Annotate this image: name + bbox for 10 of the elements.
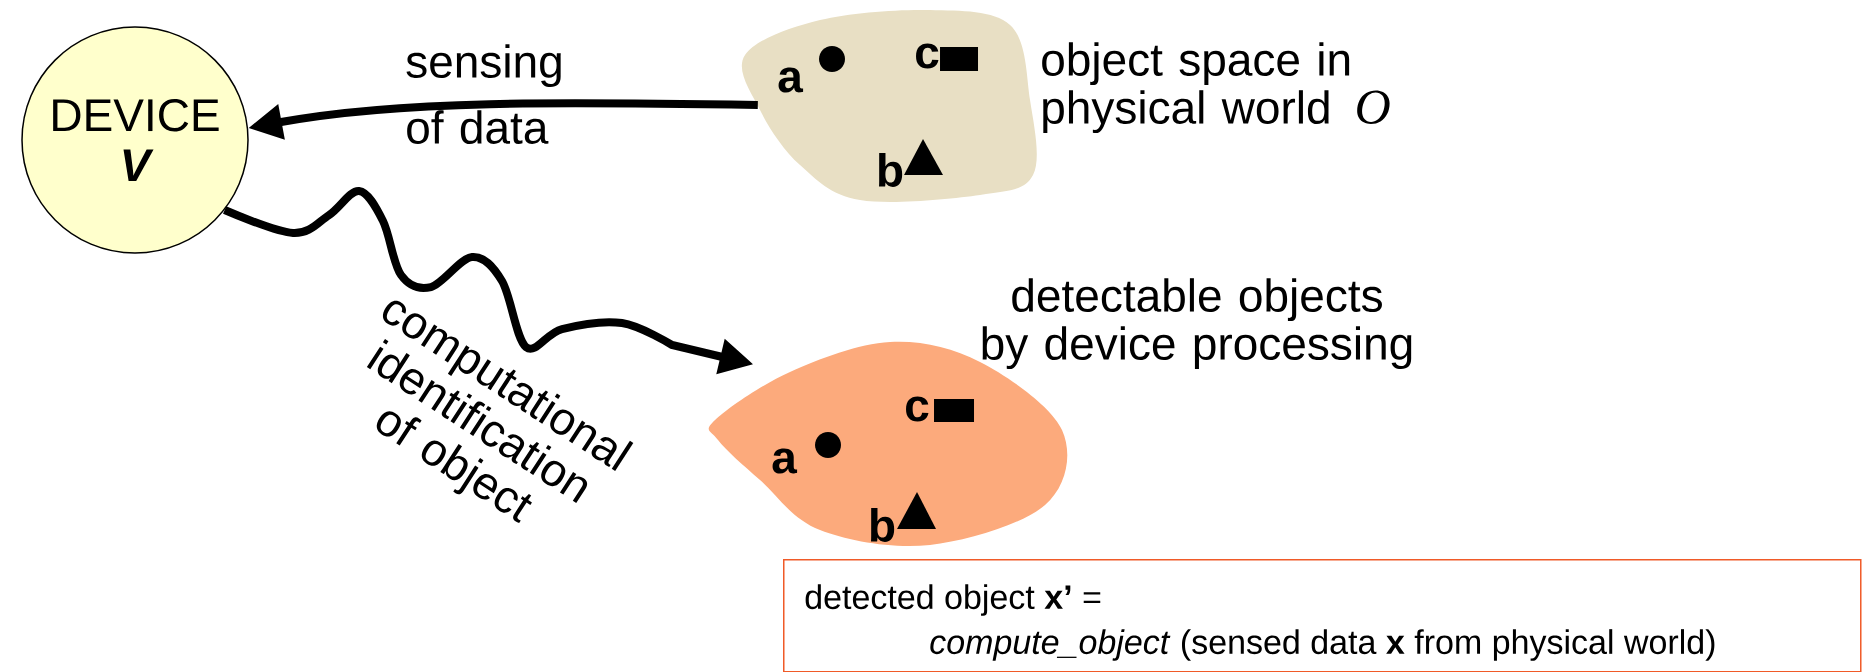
object-letter: a xyxy=(772,448,798,474)
node-label: object space in physical world O xyxy=(1042,42,1390,134)
object-letter: a xyxy=(778,67,804,93)
object-letter: b xyxy=(871,508,895,542)
object-letter: b xyxy=(879,153,903,187)
node-label: detectable objects by device processing xyxy=(982,278,1412,370)
edge-label: sensing of data xyxy=(406,44,561,144)
object-letter: c xyxy=(916,43,939,69)
formula-box: detected object x’ = compute_object (sensed data x from physical world) xyxy=(783,559,1862,672)
object-letter: c xyxy=(906,396,929,422)
